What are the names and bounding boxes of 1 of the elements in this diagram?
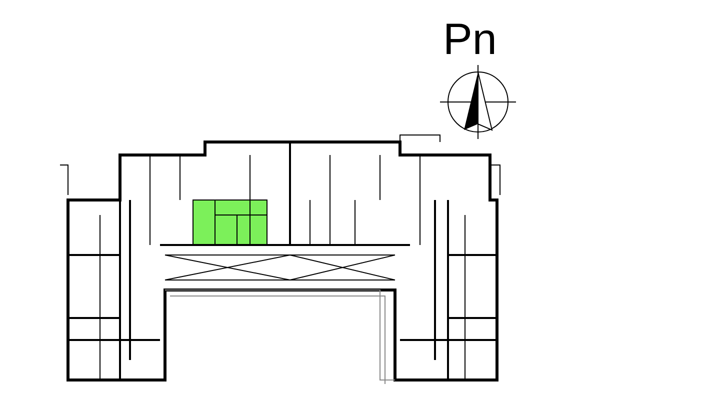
north-label: Pn [443, 16, 497, 64]
